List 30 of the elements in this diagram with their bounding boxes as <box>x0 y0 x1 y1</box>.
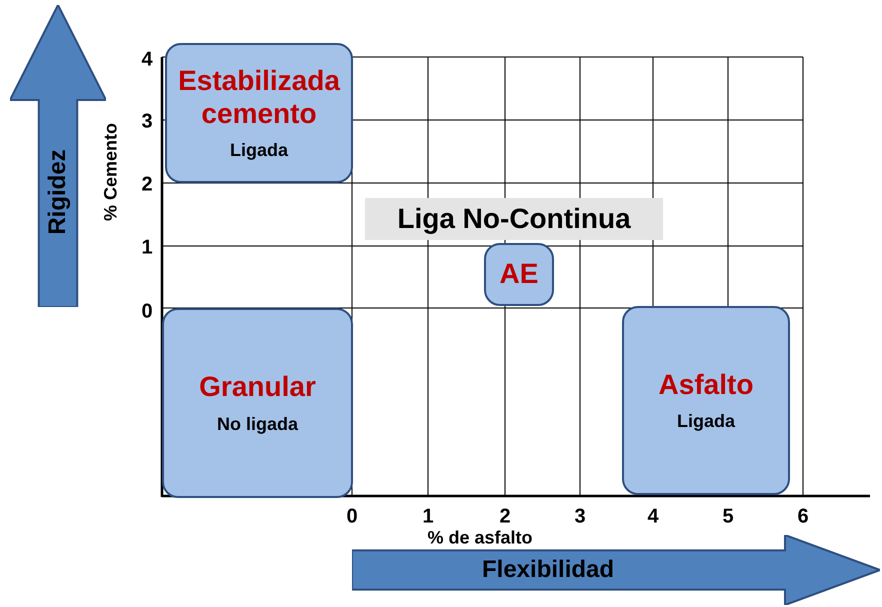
tick-label: 2 <box>499 506 511 528</box>
material-box <box>622 306 790 495</box>
tick-label: 3 <box>574 506 586 528</box>
bond-type: Ligada <box>676 411 735 432</box>
material-name: Estabilizada cemento <box>177 65 342 130</box>
axis-label: % Cemento <box>100 123 122 221</box>
tick-label: 4 <box>141 48 153 72</box>
material-name: AE <box>500 258 538 291</box>
tick-label: 0 <box>141 300 153 324</box>
material-box <box>165 43 353 183</box>
axis-title: Flexibilidad <box>482 556 614 584</box>
tick-label: 4 <box>647 506 659 528</box>
bond-type: Ligada <box>230 140 288 161</box>
tick-label: 1 <box>141 236 153 260</box>
material-box <box>484 243 554 306</box>
tick-label: 1 <box>422 506 434 528</box>
tick-label: 3 <box>141 110 153 134</box>
axis-title: Rigidez <box>44 150 72 235</box>
text-band <box>365 198 663 240</box>
material-name: Asfalto <box>658 368 754 402</box>
zone-label: Liga No-Continua <box>397 203 631 235</box>
material-name: Granular <box>199 371 316 404</box>
tick-label: 5 <box>722 506 734 528</box>
tick-label: 6 <box>797 506 809 528</box>
material-box <box>162 308 353 498</box>
tick-label: 0 <box>346 506 358 528</box>
bond-type: No ligada <box>216 414 298 435</box>
axis-arrow <box>10 5 106 307</box>
axis-label: % de asfalto <box>427 528 533 548</box>
tick-label: 2 <box>141 174 153 196</box>
